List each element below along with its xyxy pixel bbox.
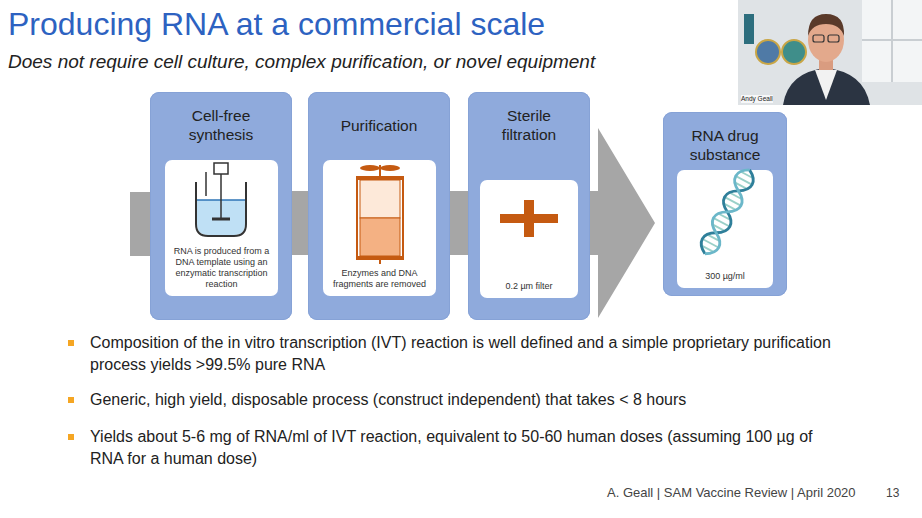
window — [862, 0, 922, 82]
helix-rung — [725, 197, 741, 205]
detail-panel: 0.2 µm filter — [480, 180, 578, 298]
reactor-shaft — [220, 174, 222, 219]
column-icon — [356, 165, 404, 264]
column-lower — [360, 218, 400, 256]
helix-rung — [730, 193, 742, 199]
bullet-text: Generic, high yield, disposable process … — [90, 389, 840, 411]
webcam-view — [738, 0, 922, 105]
reactor-liquid — [197, 200, 245, 235]
step-description: 0.2 µm filter — [505, 281, 552, 292]
process-box: Cell-free synthesisRNA is produced from … — [150, 92, 292, 320]
step-heading: Sterile filtration — [490, 100, 568, 150]
reactor-inlet — [205, 172, 207, 196]
bioreactor-icon — [196, 163, 246, 236]
bullet-marker — [68, 397, 74, 403]
flow-band-stub — [130, 192, 152, 256]
page-number: 13 — [886, 485, 899, 501]
bullet-text: Composition of the in vitro transcriptio… — [90, 332, 840, 376]
flow-arrow — [590, 128, 655, 318]
person-hair — [808, 14, 844, 36]
reactor-vessel — [196, 182, 246, 236]
reactor-impeller — [212, 218, 230, 221]
helix-icon — [697, 166, 758, 259]
logo-disc — [782, 40, 806, 64]
helix-rung — [703, 239, 719, 247]
helix-rung — [736, 176, 752, 184]
column-blade — [380, 165, 400, 171]
step-description: Enzymes and DNA fragments are removed — [328, 268, 431, 290]
detail-panel: Enzymes and DNA fragments are removed — [323, 160, 436, 296]
filter-membrane — [500, 214, 558, 223]
subtitle: Does not require cell culture, complex p… — [8, 50, 595, 73]
helix-rung — [741, 172, 753, 178]
step-heading: RNA drug substance — [685, 120, 765, 170]
output-box: RNA drug substance 300 µg/ml — [663, 112, 787, 296]
webcam-background — [738, 0, 922, 105]
person-jacket — [783, 68, 870, 105]
helix-rung — [702, 246, 714, 252]
step-description: 300 µg/ml — [705, 271, 745, 282]
column-rail — [402, 176, 404, 260]
person-glasses — [828, 35, 839, 42]
helix-strand — [697, 166, 758, 259]
logo-disc — [756, 40, 780, 64]
liquid-level — [197, 199, 245, 201]
person-glasses — [813, 35, 824, 42]
person-neck — [819, 56, 833, 70]
window-frame — [862, 39, 922, 41]
helix-strand — [697, 166, 758, 259]
helix-rung — [708, 235, 720, 241]
filter-icon — [500, 200, 558, 237]
column-stem — [379, 165, 381, 177]
logo-mark — [744, 14, 754, 44]
detail-panel: RNA is produced from a DNA template usin… — [165, 160, 278, 296]
helix-rung — [735, 183, 747, 189]
window-frame — [891, 0, 893, 82]
column-plate — [356, 256, 404, 260]
step-description: RNA is produced from a DNA template usin… — [170, 246, 273, 290]
detail-panel: 300 µg/ml — [677, 170, 773, 288]
bullet-text: Yields about 5-6 mg of RNA/ml of IVT rea… — [90, 426, 840, 470]
process-box: Sterile filtration 0.2 µm filter — [468, 92, 590, 320]
flow-arrow — [450, 191, 468, 255]
helix-rungs — [700, 171, 755, 253]
column-upper — [360, 180, 400, 218]
flow-arrow — [292, 191, 308, 255]
process-box: PurificationEnzymes and DNA fragments ar… — [308, 92, 450, 320]
slide-title: Producing RNA at a commercial scale — [8, 5, 545, 43]
bullet-marker — [68, 434, 74, 440]
person-face — [808, 18, 844, 62]
column-blade — [360, 165, 380, 171]
column-outlet — [379, 260, 381, 264]
step-heading: Purification — [330, 100, 428, 150]
step-heading: Cell-free synthesis — [172, 100, 270, 150]
speaker-name: Andy Geall — [741, 95, 773, 103]
column-rail — [356, 176, 358, 260]
filter-flow — [524, 200, 534, 237]
helix-rung — [719, 214, 731, 220]
helix-rung — [724, 204, 736, 210]
helix-rung — [714, 218, 730, 226]
reactor-motor — [214, 163, 228, 174]
helix-rung — [713, 225, 725, 231]
bullet-marker — [68, 340, 74, 346]
footer-text: A. Geall | SAM Vaccine Review | April 20… — [607, 485, 856, 501]
person-shirt — [815, 70, 837, 100]
column-plate — [356, 176, 404, 180]
